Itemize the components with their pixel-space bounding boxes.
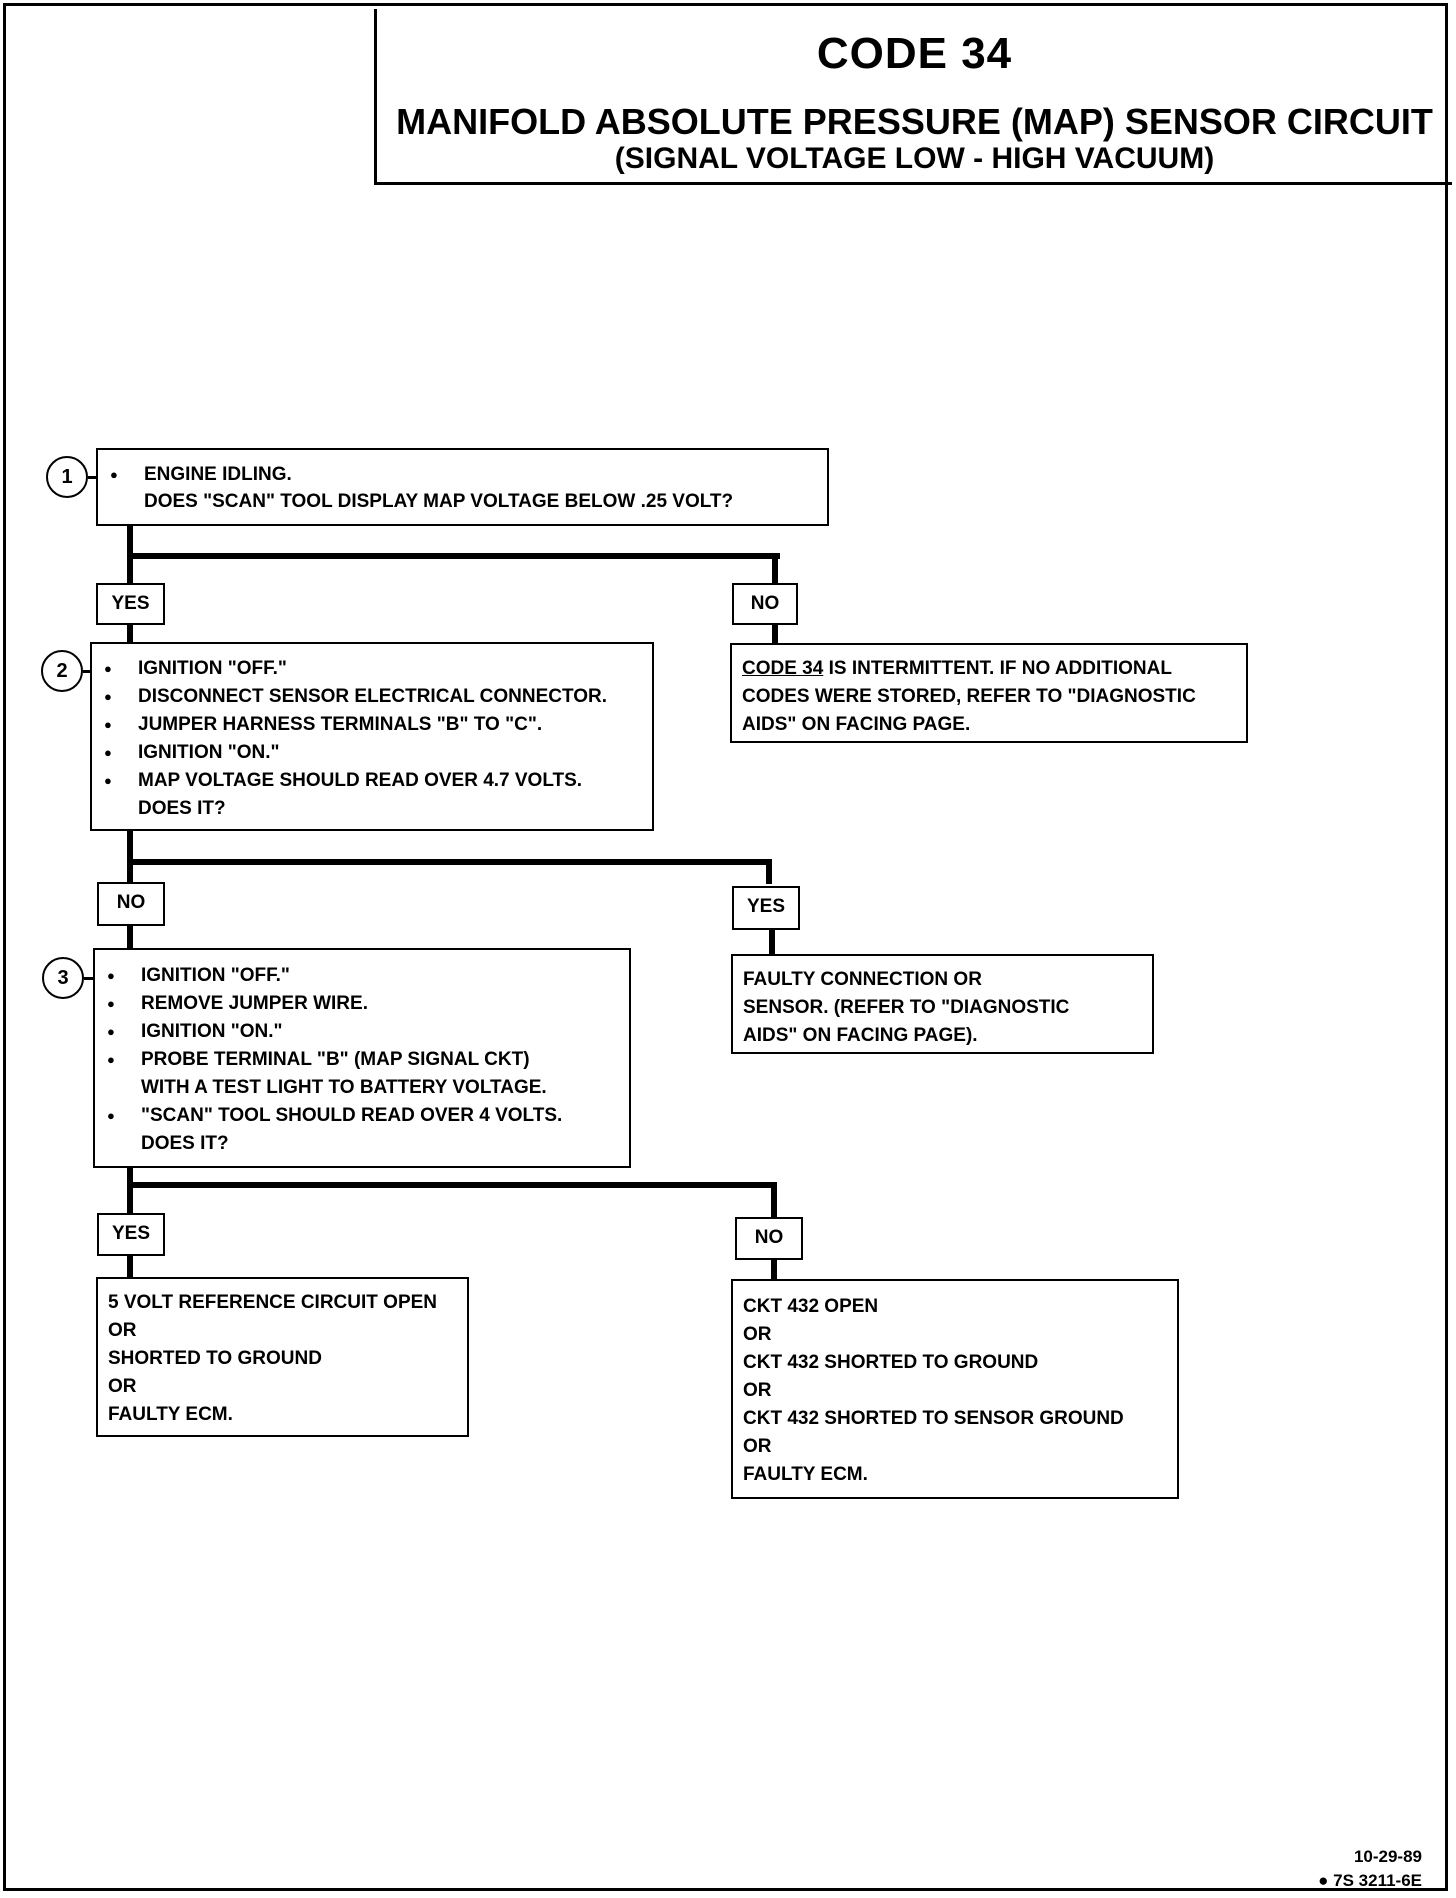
step-number-circle: 1 [46, 456, 88, 498]
step-bullet: IGNITION "ON." [102, 739, 642, 767]
step-3-box: IGNITION "OFF." REMOVE JUMPER WIRE. IGNI… [93, 948, 631, 1168]
connector-line [127, 1182, 777, 1188]
connector-line [771, 1259, 777, 1282]
branch-label-yes: YES [96, 583, 165, 625]
connector-line [772, 622, 778, 644]
circle-connector [83, 670, 92, 673]
connector-line [771, 1182, 777, 1218]
outcome-5-volt-reference-box: 5 VOLT REFERENCE CIRCUIT OPEN OR SHORTED… [96, 1277, 469, 1437]
step-bullet: JUMPER HARNESS TERMINALS "B" TO "C". [102, 711, 642, 739]
branch-label-yes: YES [732, 886, 800, 930]
step-continuation: WITH A TEST LIGHT TO BATTERY VOLTAGE. [141, 1077, 547, 1098]
step-bullet: IGNITION "OFF." [102, 655, 642, 683]
footer-date: 10-29-89 [1353, 1847, 1422, 1866]
code-title: CODE 34 [816, 29, 1013, 78]
branch-label-no: NO [735, 1217, 803, 1260]
step-bullet: ENGINE IDLING. [108, 461, 817, 488]
step-1-box: ENGINE IDLING. DOES "SCAN" TOOL DISPLAY … [96, 448, 829, 526]
code-reference: CODE 34 [742, 658, 824, 679]
step-question: DOES "SCAN" TOOL DISPLAY MAP VOLTAGE BEL… [144, 491, 734, 512]
step-bullet: REMOVE JUMPER WIRE. [105, 990, 619, 1018]
connector-line [127, 830, 133, 883]
outcome-ckt432-box: CKT 432 OPEN OR CKT 432 SHORTED TO GROUN… [731, 1279, 1179, 1499]
connector-line [772, 553, 778, 589]
page-title: MANIFOLD ABSOLUTE PRESSURE (MAP) SENSOR … [396, 101, 1433, 142]
step-bullet: "SCAN" TOOL SHOULD READ OVER 4 VOLTS. [105, 1102, 619, 1130]
outcome-intermittent-box: CODE 34 IS INTERMITTENT. IF NO ADDITIONA… [730, 643, 1248, 743]
step-question: DOES IT? [141, 1133, 229, 1154]
connector-line [127, 553, 780, 559]
step-number-circle: 2 [41, 650, 83, 692]
header-box: CODE 34 MANIFOLD ABSOLUTE PRESSURE (MAP)… [374, 9, 1452, 185]
branch-label-no: NO [97, 882, 165, 926]
connector-line [127, 622, 133, 644]
connector-line [127, 925, 133, 950]
step-bullet: DISCONNECT SENSOR ELECTRICAL CONNECTOR. [102, 683, 642, 711]
outcome-faulty-connection-box: FAULTY CONNECTION OR SENSOR. (REFER TO "… [731, 954, 1154, 1054]
connector-line [127, 1254, 133, 1278]
connector-line [127, 1166, 133, 1214]
step-2-box: IGNITION "OFF." DISCONNECT SENSOR ELECTR… [90, 642, 654, 831]
branch-label-yes: YES [97, 1213, 165, 1256]
step-bullet: IGNITION "ON." [105, 1018, 619, 1046]
circle-connector [88, 476, 97, 479]
step-bullet: PROBE TERMINAL "B" (MAP SIGNAL CKT) [105, 1046, 619, 1074]
page-frame [3, 3, 1448, 1891]
step-question: DOES IT? [138, 798, 226, 819]
branch-label-no: NO [732, 583, 798, 625]
connector-line [769, 927, 775, 955]
footer-doc-id: ● 7S 3211-6E [1318, 1871, 1422, 1890]
step-bullet: IGNITION "OFF." [105, 962, 619, 990]
step-number-circle: 3 [42, 957, 84, 999]
page-subtitle: (SIGNAL VOLTAGE LOW - HIGH VACUUM) [614, 142, 1215, 175]
circle-connector [84, 977, 93, 980]
connector-line [766, 859, 772, 884]
step-bullet: MAP VOLTAGE SHOULD READ OVER 4.7 VOLTS. [102, 767, 642, 795]
connector-line [127, 859, 772, 865]
connector-line [127, 523, 133, 589]
